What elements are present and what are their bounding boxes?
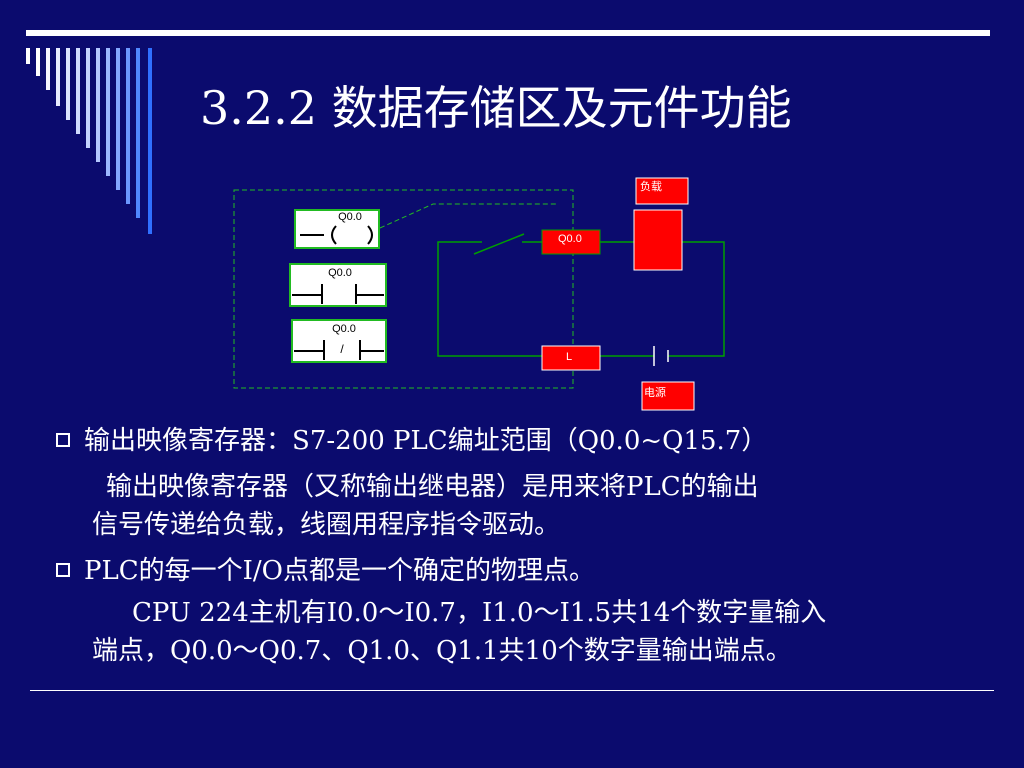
power-label: 电源 [644,385,666,399]
square-bullet-icon [56,433,70,447]
output-relay-label: Q0.0 [558,233,582,245]
dashed-boundary [233,189,574,389]
coil-symbol: Q0.0 [294,209,380,249]
cpu224-description: CPU 224主机有I0.0～I0.7，I1.0～I1.5共14个数字量输入 端… [92,594,972,670]
square-bullet-icon [56,563,70,577]
para2-line1: CPU 224主机有I0.0～I0.7，I1.0～I1.5共14个数字量输入 [132,598,827,628]
load-label-box [635,177,689,205]
bottom-rule [30,690,994,691]
output-relay-box [541,229,601,255]
output-register-description: 输出映像寄存器（又称输出继电器）是用来将PLC的输出 信号传递给负载，线圈用程序… [92,468,972,544]
slide-title: 3.2.2 数据存储区及元件功能 [200,81,792,135]
nc-slash: / [340,342,344,356]
no-contact-label: Q0.0 [328,267,352,279]
nc-contact-label: Q0.0 [332,323,356,335]
bullet1-rest: S7-200 PLC编址范围（Q0.0~Q15.7） [292,426,768,456]
para2-line2: 端点，Q0.0～Q0.7、Q1.0、Q1.1共10个数字量输出端点。 [92,636,792,666]
nc-contact-symbol: Q0.0 / [291,319,387,363]
output-circuit-wires [437,233,725,357]
coil-label: Q0.0 [338,211,362,223]
bullet1-heading: 输出映像寄存器： [84,426,293,456]
decorative-stripes [26,48,152,234]
line-box [541,345,601,371]
plc-output-diagram: Q0.0 Q0.0 Q0.0 / Q0.0 负载 [233,177,725,411]
line-label: L [566,351,572,363]
no-contact-symbol: Q0.0 [289,263,387,307]
bullet-output-register: 输出映像寄存器：S7-200 PLC编址范围（Q0.0~Q15.7） [56,422,767,460]
top-rule [26,30,990,36]
para1-line1: 输出映像寄存器（又称输出继电器）是用来将PLC的输出 [106,472,759,502]
para1-line2: 信号传递给负载，线圈用程序指令驱动。 [92,510,561,540]
power-source-symbol [653,346,669,366]
load-label: 负载 [640,179,662,193]
power-label-box [641,381,695,411]
load-element [633,209,683,271]
bullet2-text: PLC的每一个I/O点都是一个确定的物理点。 [84,556,595,586]
bullet-io-points: PLC的每一个I/O点都是一个确定的物理点。 [56,552,595,590]
